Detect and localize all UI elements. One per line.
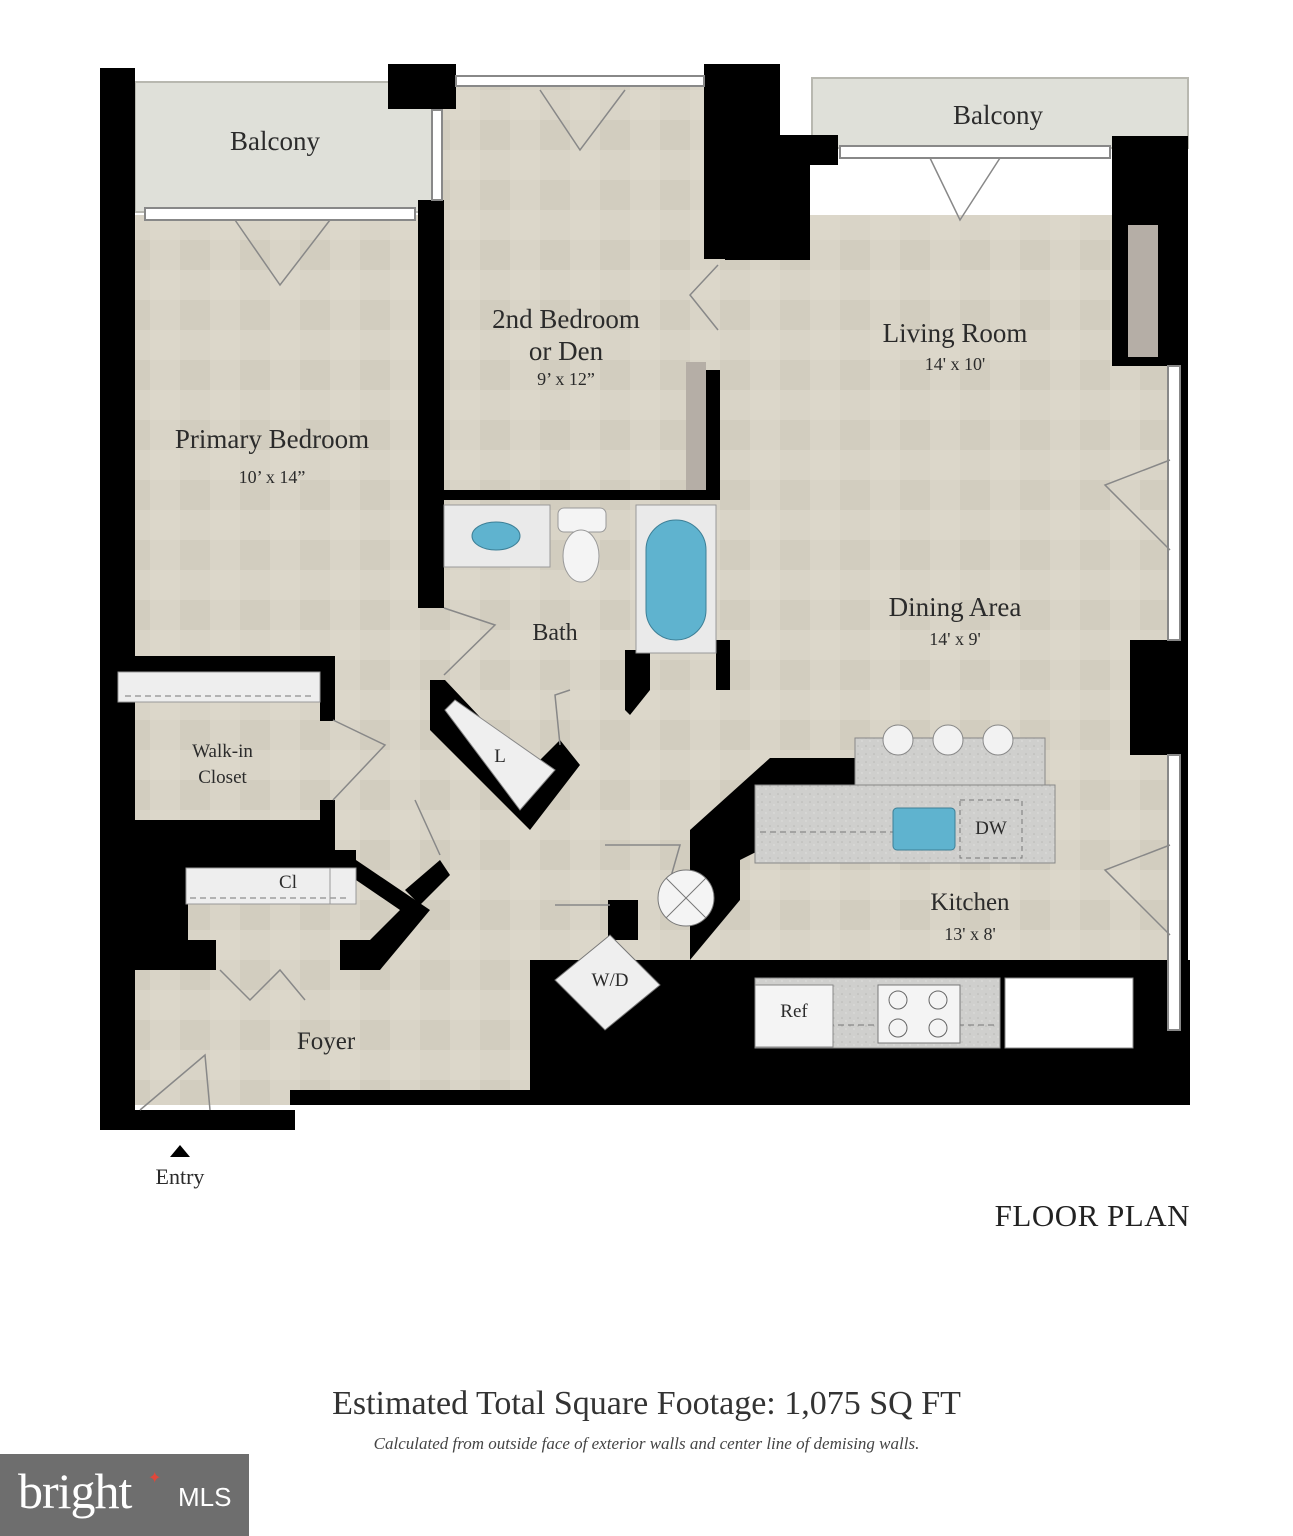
door-swings	[139, 89, 1171, 1111]
bath-fixtures	[443, 504, 717, 654]
stool-icon	[982, 724, 1014, 756]
dishwasher-label: DW	[975, 818, 1007, 839]
primary-bedroom-dimensions: 10’ x 14”	[238, 467, 306, 487]
entry-arrow-icon	[170, 1145, 190, 1157]
logo-star-icon: ✦	[148, 1470, 162, 1487]
living-wall-accent	[1128, 225, 1158, 357]
sink-icon	[471, 521, 521, 551]
toilet-bowl-icon	[562, 529, 600, 583]
balcony-left-label: Balcony	[230, 126, 320, 156]
bedroom-wall-accent	[686, 362, 706, 490]
closet-shelves	[117, 671, 357, 905]
closet-label: Cl	[279, 872, 297, 893]
living-room-label: Living Room	[882, 318, 1028, 348]
stool-icon	[932, 724, 964, 756]
foyer-label: Foyer	[296, 1028, 356, 1055]
kitchen-sink-icon	[892, 807, 956, 851]
dining-area-label: Dining Area	[888, 592, 1022, 622]
bath-label: Bath	[532, 620, 578, 646]
kitchen-label: Kitchen	[930, 889, 1010, 916]
toilet-tank	[557, 507, 607, 533]
closet-label-line1: Walk-in	[192, 741, 253, 762]
bedroom2-label-line2: or Den	[528, 336, 604, 366]
balcony-right-label: Balcony	[953, 100, 1043, 130]
washer-dryer-label: W/D	[591, 970, 629, 991]
square-footage: Estimated Total Square Footage: 1,075 SQ…	[332, 1385, 961, 1422]
stool-icon	[882, 724, 914, 756]
utility-fixtures	[444, 699, 715, 1031]
logo-word: bright	[18, 1463, 132, 1519]
linen-closet-label: L	[494, 746, 506, 767]
bedroom2-dimensions: 9’ x 12”	[537, 369, 595, 389]
floor-plan-drawing	[100, 64, 1190, 1157]
dishwasher-box	[959, 799, 1023, 859]
linen-closet	[444, 699, 556, 811]
windows	[144, 75, 1181, 1031]
entry-label: Entry	[155, 1164, 205, 1189]
measurement-note: Calculated from outside face of exterior…	[373, 1434, 920, 1453]
bright-mls-logo: bright ✦ MLS	[0, 1454, 249, 1536]
bathtub-icon	[645, 519, 707, 641]
refrigerator-label: Ref	[780, 1001, 808, 1022]
primary-bedroom-label: Primary Bedroom	[174, 424, 370, 454]
closet-label-line2: Closet	[198, 767, 247, 788]
floor-plan-title: FLOOR PLAN	[994, 1198, 1190, 1233]
cooktop-icon	[877, 984, 961, 1044]
logo-mls: MLS	[178, 1482, 232, 1512]
kitchen-fixtures	[754, 724, 1134, 1049]
living-room-dimensions: 14' x 10'	[924, 354, 986, 374]
refrigerator-box	[754, 984, 834, 1048]
kitchen-dimensions: 13' x 8'	[944, 924, 996, 944]
dining-area-dimensions: 14' x 9'	[929, 629, 981, 649]
pantry-box	[1004, 977, 1134, 1049]
bedroom2-label-line1: 2nd Bedroom	[492, 304, 640, 334]
washer-dryer-box	[554, 934, 661, 1031]
